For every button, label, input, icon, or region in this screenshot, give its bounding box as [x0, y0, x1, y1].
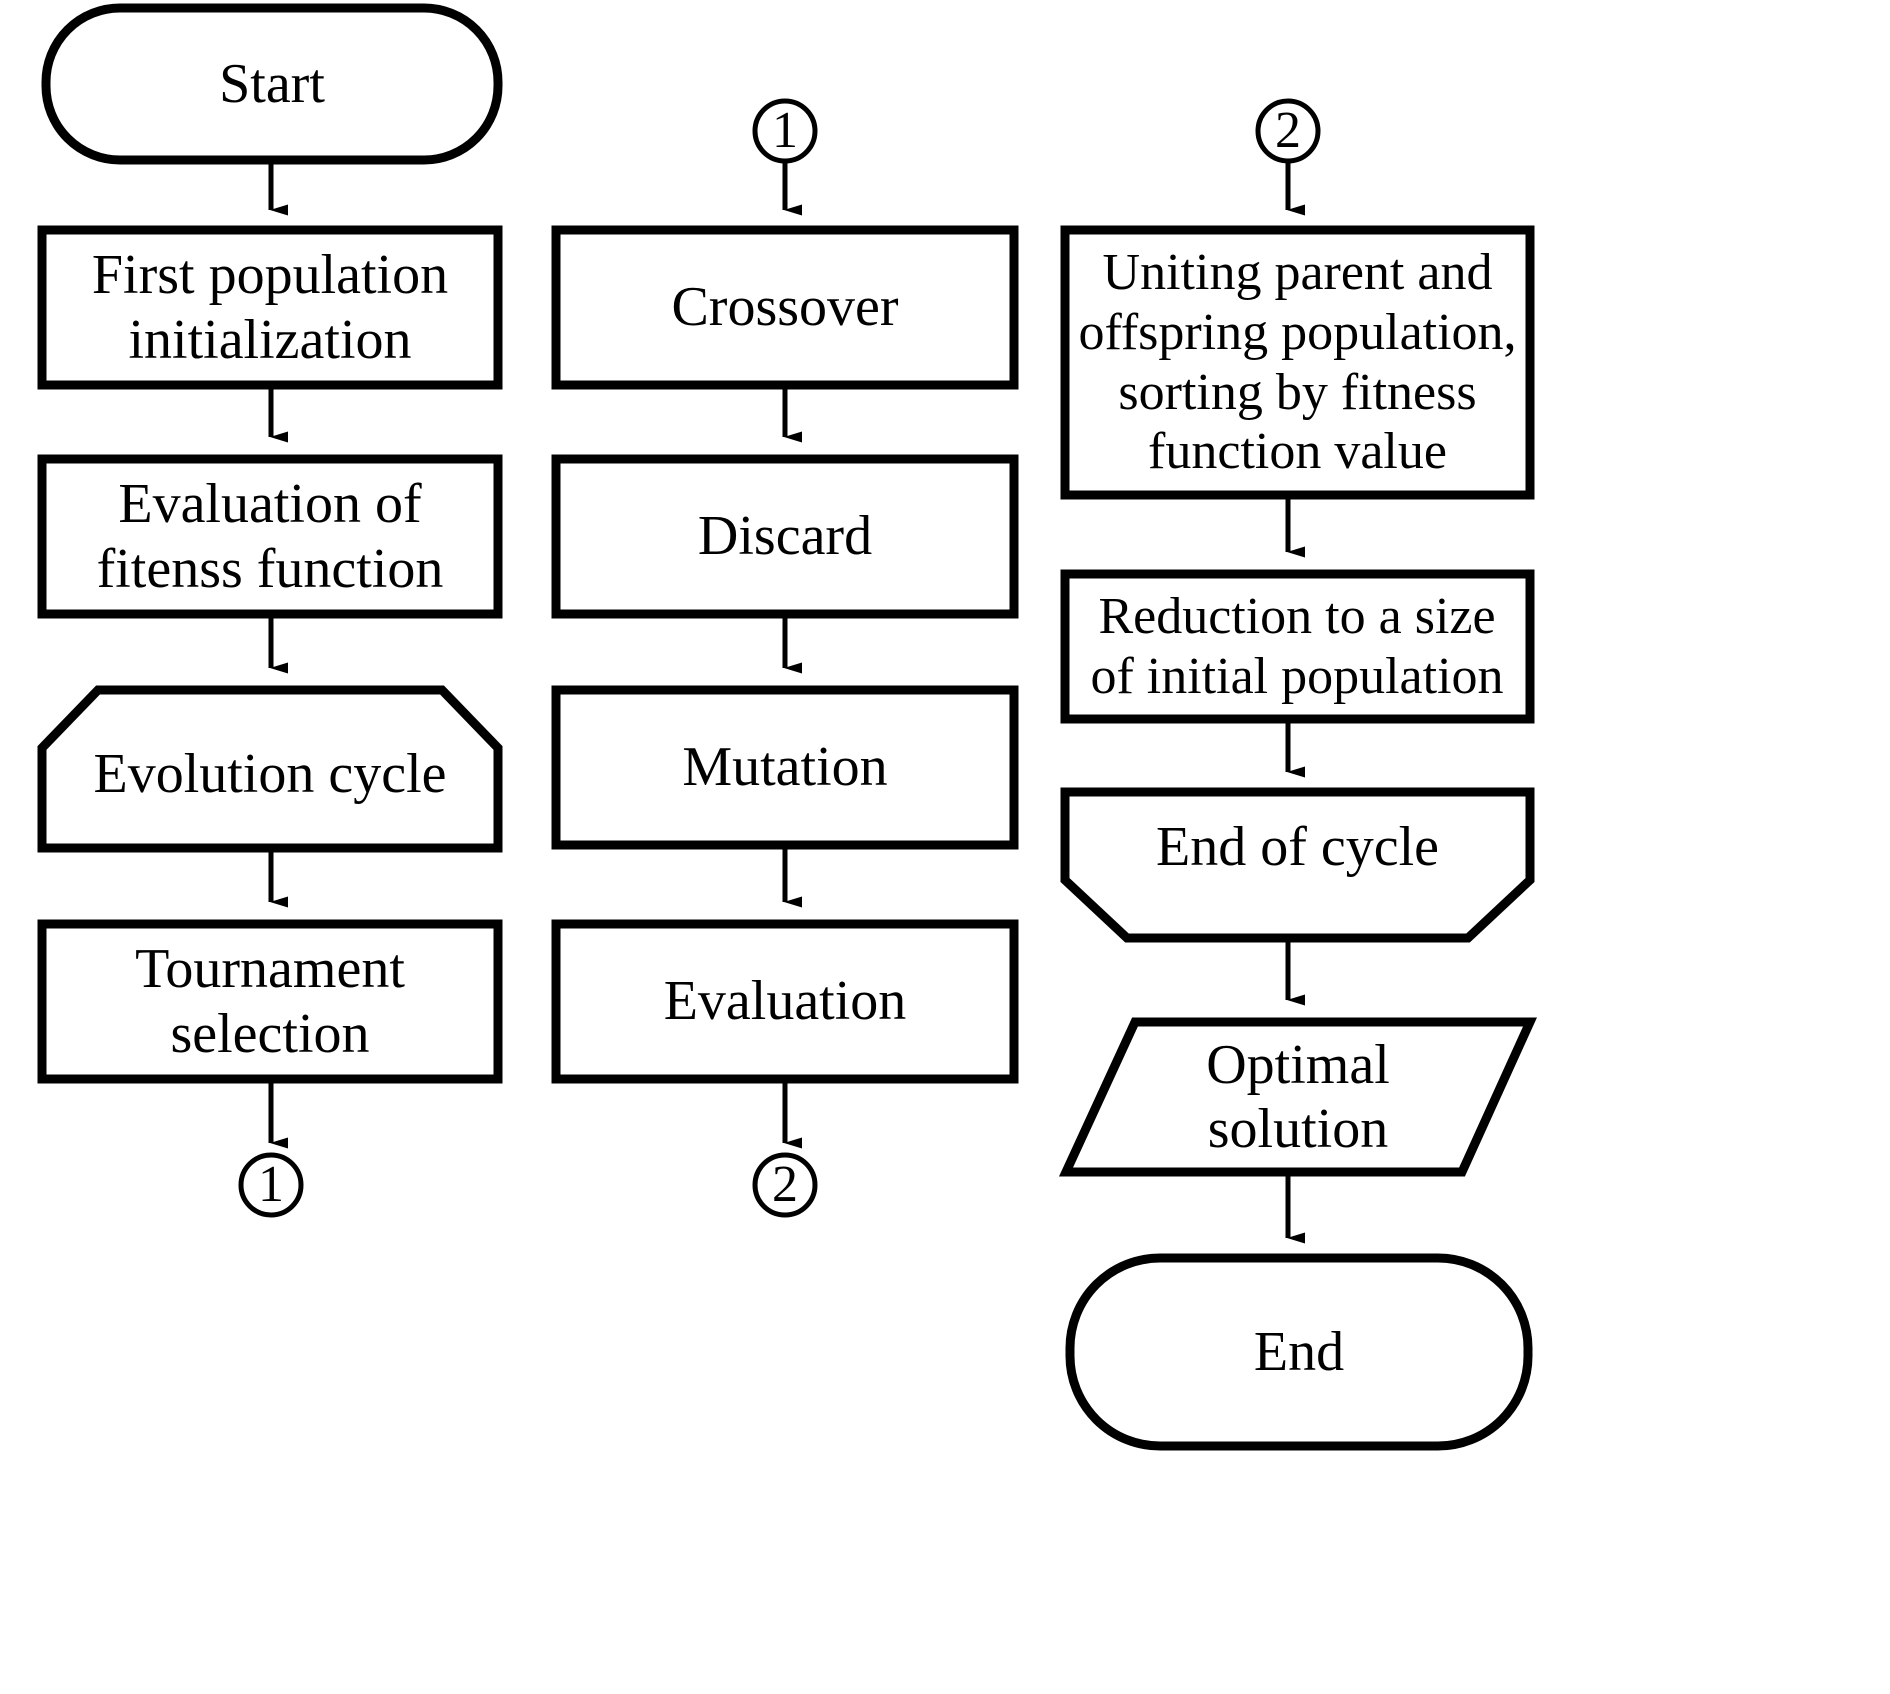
shape-optimal-solution[interactable] [1058, 1017, 1537, 1177]
shape-start[interactable] [41, 3, 503, 165]
shape-reduction-size[interactable] [1060, 569, 1535, 724]
shape-evolution-cycle[interactable] [37, 685, 503, 853]
label-connector-in-2: 2 [1275, 102, 1301, 159]
shape-first-population[interactable] [37, 225, 503, 390]
shape-discard[interactable] [551, 454, 1019, 619]
label-connector-out-2: 2 [772, 1156, 798, 1213]
shape-uniting-populations[interactable] [1060, 225, 1535, 500]
label-connector-out-1: 1 [258, 1156, 284, 1213]
shape-connector-out-1[interactable] [238, 1152, 304, 1218]
shape-evaluation-fitness[interactable] [37, 454, 503, 619]
shape-crossover[interactable] [551, 225, 1019, 390]
shape-end[interactable] [1065, 1253, 1533, 1451]
shape-end-of-cycle[interactable] [1060, 787, 1535, 943]
shape-evaluation[interactable] [551, 919, 1019, 1084]
shape-mutation[interactable] [551, 685, 1019, 850]
shape-tournament-selection[interactable] [37, 919, 503, 1084]
label-connector-in-1: 1 [772, 102, 798, 159]
shape-connector-out-2[interactable] [752, 1152, 818, 1218]
